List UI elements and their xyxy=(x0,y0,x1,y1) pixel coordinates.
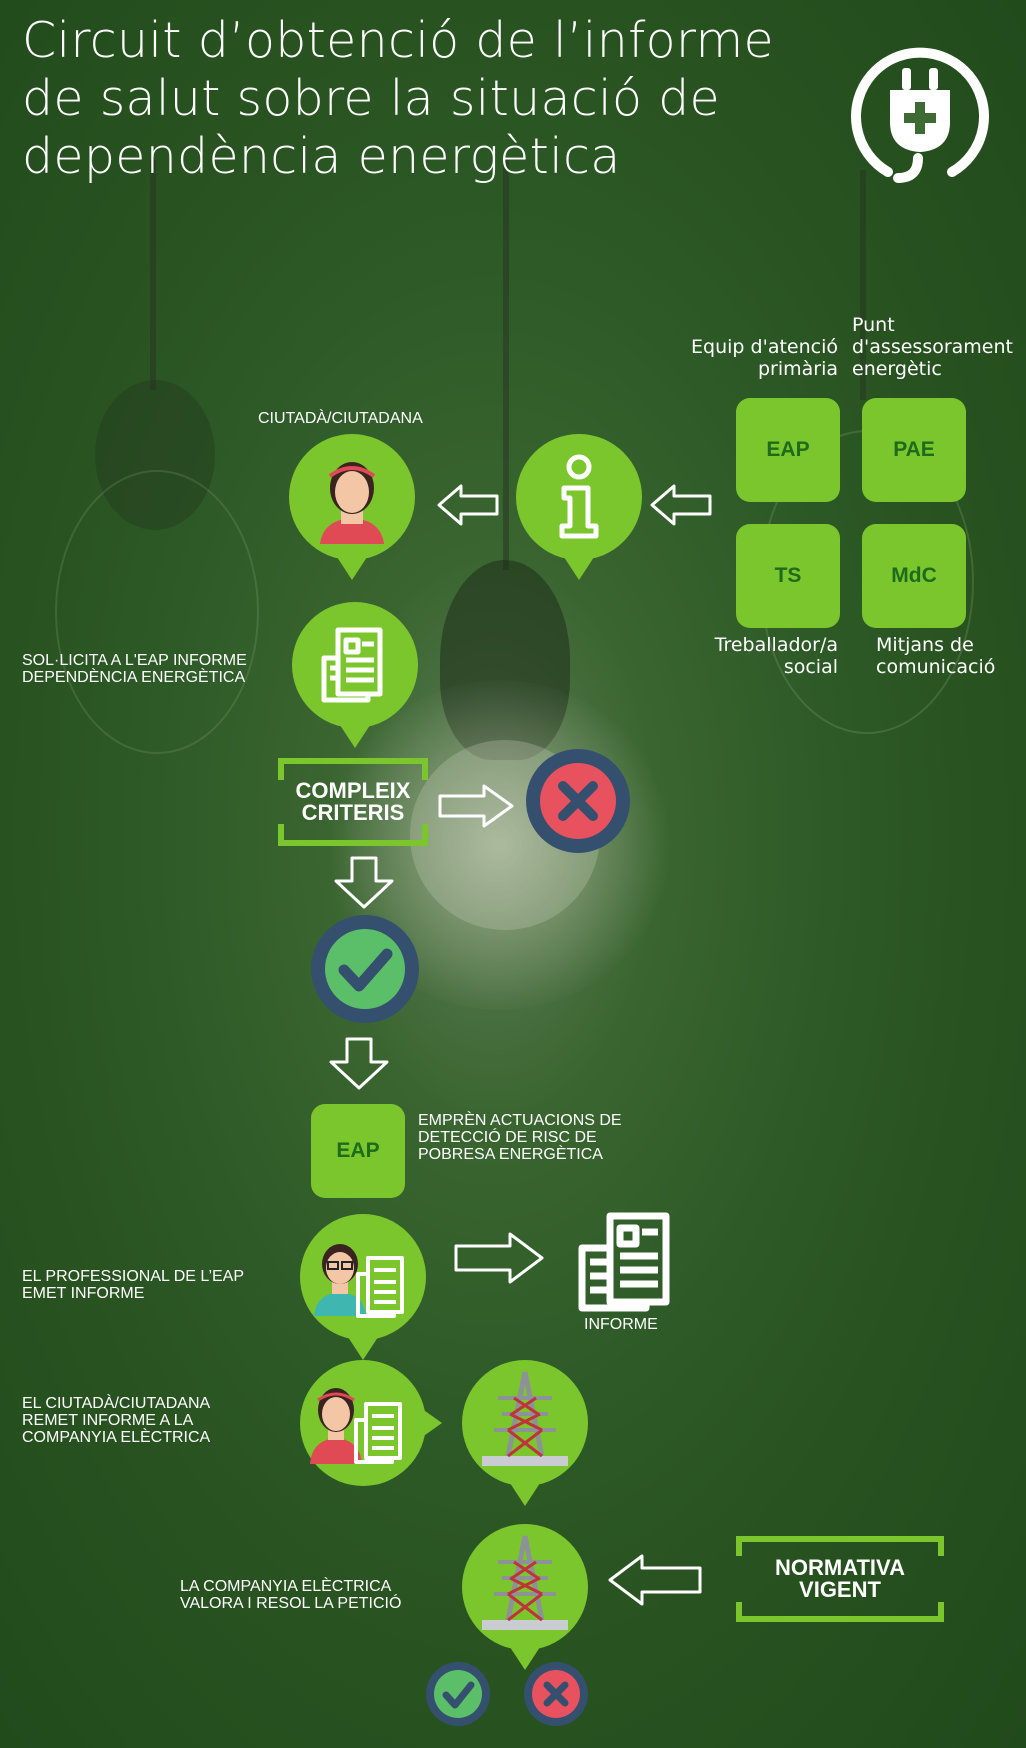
document-icon xyxy=(578,1212,670,1312)
normativa-frame xyxy=(736,1536,944,1622)
arrow-left xyxy=(437,484,499,526)
company-resolve-pin xyxy=(462,1524,588,1670)
report-label: INFORME xyxy=(584,1316,658,1333)
eap-action-tile: EAP xyxy=(311,1104,405,1198)
citizen-pin xyxy=(289,434,415,580)
citizen-icon xyxy=(320,462,384,544)
arrow-right xyxy=(454,1232,544,1284)
reject-icon xyxy=(526,749,630,853)
request-pin xyxy=(292,602,418,748)
page-title: Circuit d’obtenció de l’informe de salut… xyxy=(22,12,822,186)
document-icon xyxy=(356,1256,404,1318)
citizen-label: CIUTADÀ/CIUTADANA xyxy=(258,410,423,427)
pae-tile: PAE xyxy=(862,398,966,502)
citizen-icon xyxy=(310,1388,362,1464)
document-icon xyxy=(321,627,383,703)
power-tower-icon xyxy=(482,1371,568,1466)
plug-health-icon xyxy=(851,47,989,183)
ts-tile: TS xyxy=(736,524,840,628)
arrow-left xyxy=(650,484,712,526)
document-icon xyxy=(354,1402,402,1464)
eap-tile: EAP xyxy=(736,398,840,502)
power-tower-icon xyxy=(482,1535,568,1630)
approve-icon xyxy=(426,1662,490,1726)
info-pin xyxy=(516,434,642,580)
arrow-left xyxy=(608,1554,702,1606)
send-pin xyxy=(300,1360,442,1486)
professional-icon xyxy=(314,1244,366,1316)
company-pin xyxy=(462,1360,588,1506)
arrow-right xyxy=(438,784,514,828)
arrow-down xyxy=(329,1037,389,1090)
mdc-tile: MdC xyxy=(862,524,966,628)
criteria-frame xyxy=(278,758,428,846)
title-line-2: de salut sobre la situació de xyxy=(22,70,720,127)
title-line-1: Circuit d’obtenció de l’informe xyxy=(22,12,774,69)
reject-icon xyxy=(524,1662,588,1726)
professional-pin xyxy=(300,1214,426,1360)
title-line-3: dependència energètica xyxy=(22,128,621,185)
info-icon xyxy=(559,454,599,539)
approve-icon xyxy=(311,915,419,1023)
arrow-down xyxy=(334,856,394,909)
